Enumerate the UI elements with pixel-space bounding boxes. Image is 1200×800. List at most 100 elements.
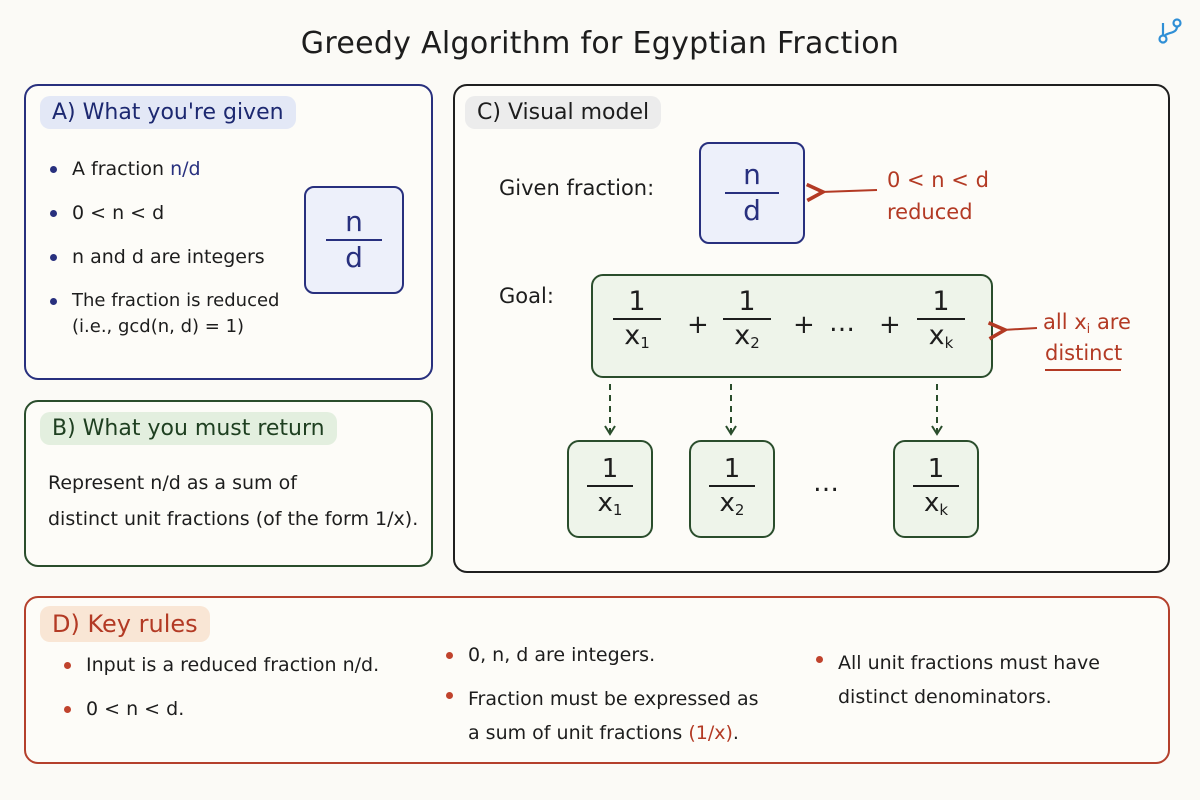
return-text-line-2: distinct unit fractions (of the form 1/x…	[48, 508, 419, 530]
plus-sign: +	[879, 310, 901, 340]
list-item: Input is a reduced fraction n/d.	[62, 652, 422, 678]
rule-highlight: (1/x)	[688, 722, 733, 744]
fraction-numerator: n	[345, 205, 363, 238]
denominator-variable: x	[928, 320, 945, 351]
panel-given: A) What you're given A fraction n/d 0 < …	[24, 84, 433, 380]
term-denominator: x2	[734, 320, 760, 359]
rules-column-2: 0, n, d are integers. Fraction must be e…	[444, 642, 804, 768]
fraction-bar	[725, 192, 779, 194]
rule-text: 0 < n < d.	[86, 698, 185, 720]
goal-label: Goal:	[499, 284, 554, 308]
fraction-denominator: d	[743, 194, 761, 227]
given-fraction-box: n d	[699, 142, 805, 244]
panel-return-title: B) What you must return	[40, 412, 337, 445]
list-item: All unit fractions must have distinct de…	[814, 646, 1154, 714]
term-denominator: x1	[624, 320, 650, 359]
panel-key-rules: D) Key rules Input is a reduced fraction…	[24, 596, 1170, 764]
list-item: n and d are integers	[48, 244, 318, 270]
fraction-bar	[613, 318, 661, 320]
plus-sign: +	[793, 310, 815, 340]
dashed-arrow-2-head	[725, 425, 737, 436]
goal-note-text: all x	[1043, 310, 1087, 334]
goal-term-k: 1 xk	[917, 286, 965, 359]
unit-denominator: x2	[720, 487, 745, 526]
bullet-text: 0 < n < d	[72, 202, 165, 224]
fraction-bar	[709, 484, 755, 487]
term-numerator: 1	[628, 286, 646, 317]
unit-numerator: 1	[927, 453, 945, 484]
bullet-text: n and d are integers	[72, 246, 265, 268]
denominator-subscript: k	[939, 500, 949, 519]
rules-column-1: Input is a reduced fraction n/d. 0 < n <…	[62, 652, 422, 740]
goal-note-distinct: all xi are	[1043, 310, 1131, 337]
unit-fraction-box-k: 1 xk	[893, 440, 979, 538]
denominator-subscript: 2	[750, 334, 760, 352]
rule-text: Fraction must be expressed as	[468, 688, 759, 710]
list-item: A fraction n/d	[48, 156, 318, 182]
branch-icon	[1158, 18, 1182, 44]
panel-given-title: A) What you're given	[40, 96, 296, 129]
denominator-subscript: k	[944, 334, 954, 352]
fraction-bar	[723, 318, 771, 320]
rule-text: 0, n, d are integers.	[468, 644, 656, 666]
unit-numerator: 1	[723, 453, 741, 484]
given-fraction-label: Given fraction:	[499, 176, 655, 200]
denominator-subscript: 2	[734, 500, 745, 519]
bullet-text-continued: (i.e., gcd(n, d) = 1)	[72, 316, 245, 337]
denominator-variable: x	[624, 320, 641, 351]
fraction-denominator: d	[345, 241, 363, 274]
fraction-bar	[587, 484, 633, 487]
given-fraction-card: n d	[304, 186, 404, 294]
unit-ellipsis: …	[813, 468, 841, 498]
rules-column-3: All unit fractions must have distinct de…	[814, 646, 1154, 732]
unit-numerator: 1	[601, 453, 619, 484]
denominator-subscript: 1	[640, 334, 650, 352]
term-numerator: 1	[932, 286, 950, 317]
dashed-arrow-k-head	[931, 425, 943, 436]
given-note-reduced: reduced	[887, 200, 973, 224]
given-list: A fraction n/d 0 < n < d n and d are int…	[48, 156, 318, 358]
goal-note-distinct-word: distinct	[1045, 341, 1123, 365]
denominator-variable: x	[923, 487, 940, 518]
goal-note-text-end: are	[1090, 310, 1131, 334]
goal-sum-box: 1 x1 + 1 x2 + … + 1 xk	[591, 274, 993, 378]
list-item: 0 < n < d.	[62, 696, 422, 722]
return-text-line-1: Represent n/d as a sum of	[48, 472, 297, 494]
unit-fraction-box-1: 1 x1	[567, 440, 653, 538]
fraction-bar	[913, 484, 959, 487]
denominator-variable: x	[719, 487, 735, 518]
panel-visual-model: C) Visual model Given fraction: n d 0 < …	[453, 84, 1170, 573]
denominator-variable: x	[597, 487, 613, 518]
unit-denominator: x1	[598, 487, 623, 526]
term-denominator: xk	[929, 320, 954, 359]
list-item: 0 < n < d	[48, 200, 318, 226]
goal-note-subscript: i	[1086, 322, 1091, 337]
denominator-subscript: 1	[612, 500, 623, 519]
list-item: The fraction is reduced (i.e., gcd(n, d)…	[48, 288, 318, 340]
rule-text-continued: a sum of unit fractions	[468, 722, 689, 744]
rule-text-end: .	[732, 722, 739, 744]
fraction-bar	[917, 318, 965, 320]
denominator-variable: x	[734, 320, 751, 351]
panel-key-rules-title: D) Key rules	[40, 606, 210, 642]
goal-term-2: 1 x2	[723, 286, 771, 359]
fraction-bar	[326, 239, 382, 241]
panel-visual-model-title: C) Visual model	[465, 96, 662, 129]
unit-fraction-box-2: 1 x2	[689, 440, 775, 538]
goal-note-arrow	[1003, 328, 1038, 330]
dashed-arrow-1-head	[604, 425, 616, 436]
fraction-highlight: n/d	[170, 158, 201, 180]
list-item: 0, n, d are integers.	[444, 642, 804, 668]
rule-text: Input is a reduced fraction n/d.	[86, 654, 380, 676]
bullet-text: A fraction	[72, 158, 171, 180]
list-item: Fraction must be expressed as a sum of u…	[444, 682, 804, 750]
plus-sign: +	[687, 310, 709, 340]
given-note-arrow	[821, 190, 878, 192]
goal-term-1: 1 x1	[613, 286, 661, 359]
ellipsis: …	[829, 308, 857, 338]
bullet-text: The fraction is reduced	[72, 290, 280, 311]
rule-text: All unit fractions must have	[838, 652, 1100, 674]
page-title: Greedy Algorithm for Egyptian Fraction	[300, 26, 900, 61]
panel-return: B) What you must return Represent n/d as…	[24, 400, 433, 567]
rule-text-continued: distinct denominators.	[838, 686, 1052, 708]
